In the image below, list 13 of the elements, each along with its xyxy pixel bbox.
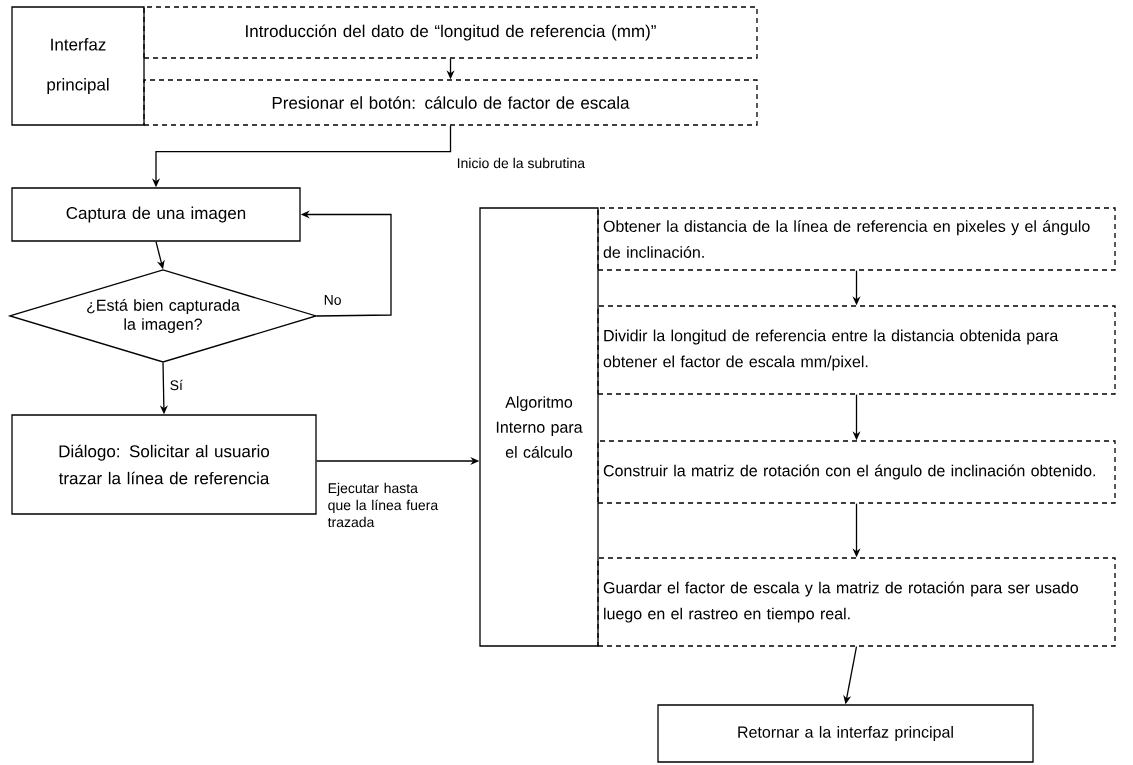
process-box: Interfaz principal [11, 6, 145, 126]
step-box: Obtener la distancia de la línea de referencia en pixeles y el ángulo de inclinación. [597, 207, 1116, 271]
step-box: Dividir la longitud de referencia entre la distancia obtenida para obtener el factor de escala mm/pixel. [597, 305, 1116, 395]
step-box: Construir la matriz de rotación con el ángulo de inclinación obtenido. [597, 440, 1116, 504]
step-box: Guardar el factor de escala y la matriz de rotación para ser usado luego en el rastreo en tiempo real. [597, 557, 1116, 647]
process-box: Captura de una imagen [11, 187, 301, 242]
process-box: Algoritmo Interno para el cálculo [479, 207, 599, 647]
step-box: Introducción del dato de “longitud de referencia (mm)” [143, 6, 758, 59]
process-box: Retornar a la interfaz principal [657, 704, 1034, 763]
edge-label: No [322, 294, 343, 306]
edge-label: Ejecutar hasta que la línea fuera trazada [326, 481, 454, 529]
step-box: Presionar el botón: cálculo de factor de escala [143, 79, 758, 126]
process-box: Diálogo: Solicitar al usuario trazar la línea de referencia [11, 414, 317, 515]
